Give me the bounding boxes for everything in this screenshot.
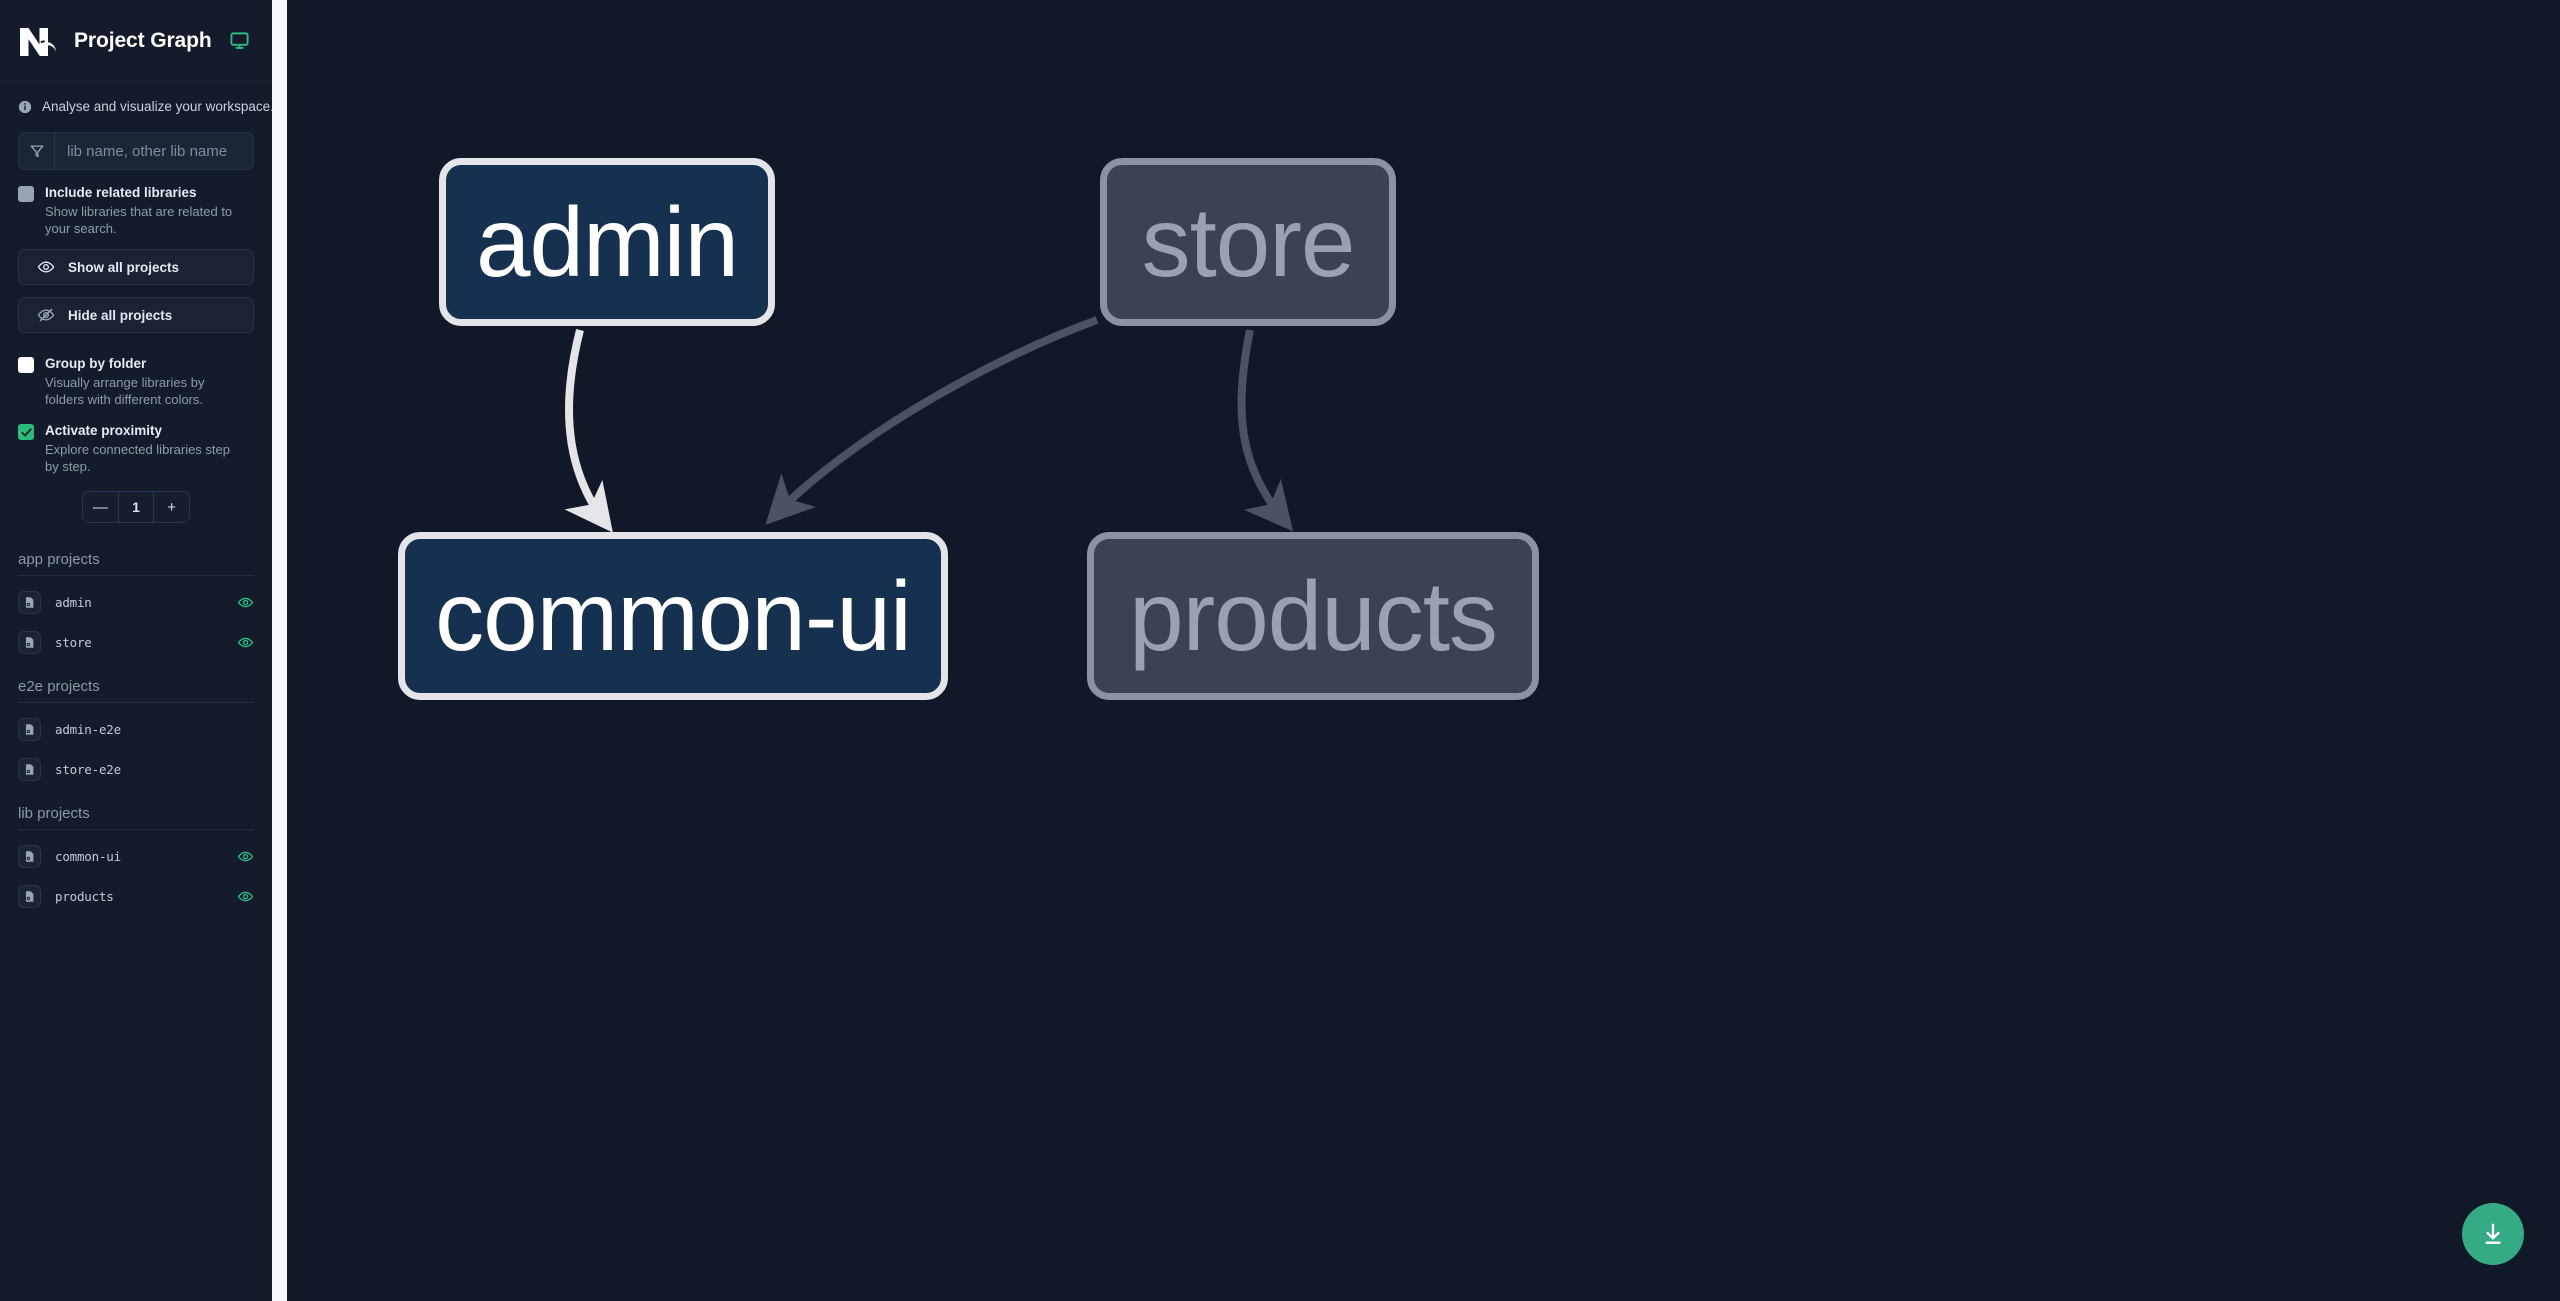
download-image-button[interactable] <box>2462 1203 2524 1265</box>
section-lib-projects: lib projects common-ui <box>0 805 272 916</box>
filter-icon-box <box>19 133 55 169</box>
section-title: app projects <box>18 551 254 576</box>
file-icon <box>25 596 34 608</box>
project-name: admin-e2e <box>55 721 121 737</box>
project-file-icon[interactable] <box>18 630 41 654</box>
option-activate-proximity[interactable]: Activate proximity Explore connected lib… <box>0 408 272 475</box>
section-title: lib projects <box>18 805 254 830</box>
proximity-stepper[interactable]: — 1 + <box>82 491 190 523</box>
file-icon <box>25 723 34 735</box>
page-title: Project Graph <box>74 28 212 52</box>
proximity-decrement-button[interactable]: — <box>92 498 108 516</box>
hide-all-projects-label: Hide all projects <box>68 307 173 323</box>
sidebar: Project Graph Analyse and visualize your… <box>0 0 272 1301</box>
show-all-projects-button[interactable]: Show all projects <box>18 249 254 285</box>
download-icon <box>2485 1223 2501 1244</box>
project-visibility-eye-icon[interactable] <box>237 848 254 865</box>
search-box[interactable] <box>18 132 254 170</box>
proximity-increment-button[interactable]: + <box>153 492 189 522</box>
file-icon <box>25 850 34 862</box>
edge-store-to-products <box>1237 329 1294 532</box>
project-file-icon[interactable] <box>18 590 41 614</box>
hide-all-projects-button[interactable]: Hide all projects <box>18 297 254 333</box>
project-name: store-e2e <box>55 761 121 777</box>
edge-admin-to-common-ui <box>564 329 613 533</box>
option-include-related-libraries[interactable]: Include related libraries Show libraries… <box>0 170 272 237</box>
option-title: Activate proximity <box>45 423 163 438</box>
project-name: admin <box>55 594 92 610</box>
option-description: Explore connected libraries step by step… <box>45 442 230 474</box>
eye-off-icon <box>37 308 55 322</box>
project-visibility-eye-icon[interactable] <box>237 634 254 651</box>
project-row-store-e2e[interactable]: store-e2e <box>18 749 254 789</box>
project-file-icon[interactable] <box>18 717 41 741</box>
graph-node-common-ui[interactable]: common-ui <box>398 532 948 700</box>
info-icon <box>18 100 32 113</box>
option-title: Include related libraries <box>45 185 197 200</box>
project-file-icon[interactable] <box>18 757 41 781</box>
search-input[interactable] <box>55 133 253 169</box>
option-description: Show libraries that are related to your … <box>45 204 233 236</box>
proximity-value: 1 <box>117 492 154 522</box>
section-title: e2e projects <box>18 678 254 703</box>
project-visibility-eye-icon[interactable] <box>237 888 254 905</box>
project-row-products[interactable]: products <box>18 876 254 916</box>
project-visibility-eye-icon[interactable] <box>237 594 254 611</box>
edge-store-to-common-ui <box>765 316 1099 525</box>
sidebar-header: Project Graph <box>0 0 272 82</box>
sidebar-divider[interactable] <box>272 0 287 1301</box>
checkbox-activate-proximity[interactable] <box>18 424 34 440</box>
project-file-icon[interactable] <box>18 844 41 868</box>
project-row-admin[interactable]: admin <box>18 582 254 622</box>
file-icon <box>25 636 34 648</box>
option-title: Group by folder <box>45 356 147 371</box>
file-icon <box>25 763 34 775</box>
option-group-by-folder[interactable]: Group by folder Visually arrange librari… <box>0 333 272 408</box>
graph-node-store[interactable]: store <box>1100 158 1396 326</box>
checkbox-include-related-libraries[interactable] <box>18 186 34 202</box>
project-name: products <box>55 888 114 904</box>
monitor-icon[interactable] <box>230 31 249 50</box>
nx-logo <box>20 27 56 56</box>
project-name: common-ui <box>55 848 121 864</box>
project-row-admin-e2e[interactable]: admin-e2e <box>18 709 254 749</box>
project-row-store[interactable]: store <box>18 622 254 662</box>
eye-icon <box>37 261 55 273</box>
project-row-common-ui[interactable]: common-ui <box>18 836 254 876</box>
graph-edges <box>564 316 1294 533</box>
option-description: Visually arrange libraries by folders wi… <box>45 375 205 407</box>
tagline-text: Analyse and visualize your workspace. <box>42 99 272 114</box>
section-app-projects: app projects admin <box>0 551 272 662</box>
graph-node-label: admin <box>476 187 739 297</box>
checkbox-group-by-folder[interactable] <box>18 357 34 373</box>
project-sections: app projects admin <box>0 523 272 932</box>
graph-node-label: store <box>1141 187 1356 297</box>
graph-node-label: common-ui <box>435 561 912 671</box>
tagline: Analyse and visualize your workspace. <box>0 82 272 127</box>
funnel-icon <box>30 145 43 158</box>
graph-node-label: products <box>1129 561 1498 671</box>
project-name: store <box>55 634 92 650</box>
graph-node-products[interactable]: products <box>1087 532 1539 700</box>
show-all-projects-label: Show all projects <box>68 259 180 275</box>
check-icon <box>20 427 32 437</box>
graph-canvas[interactable]: admin store common-ui products <box>287 0 2560 1301</box>
file-icon <box>25 890 34 902</box>
project-file-icon[interactable] <box>18 884 41 908</box>
section-e2e-projects: e2e projects admin-e2e <box>0 678 272 789</box>
graph-node-admin[interactable]: admin <box>439 158 775 326</box>
